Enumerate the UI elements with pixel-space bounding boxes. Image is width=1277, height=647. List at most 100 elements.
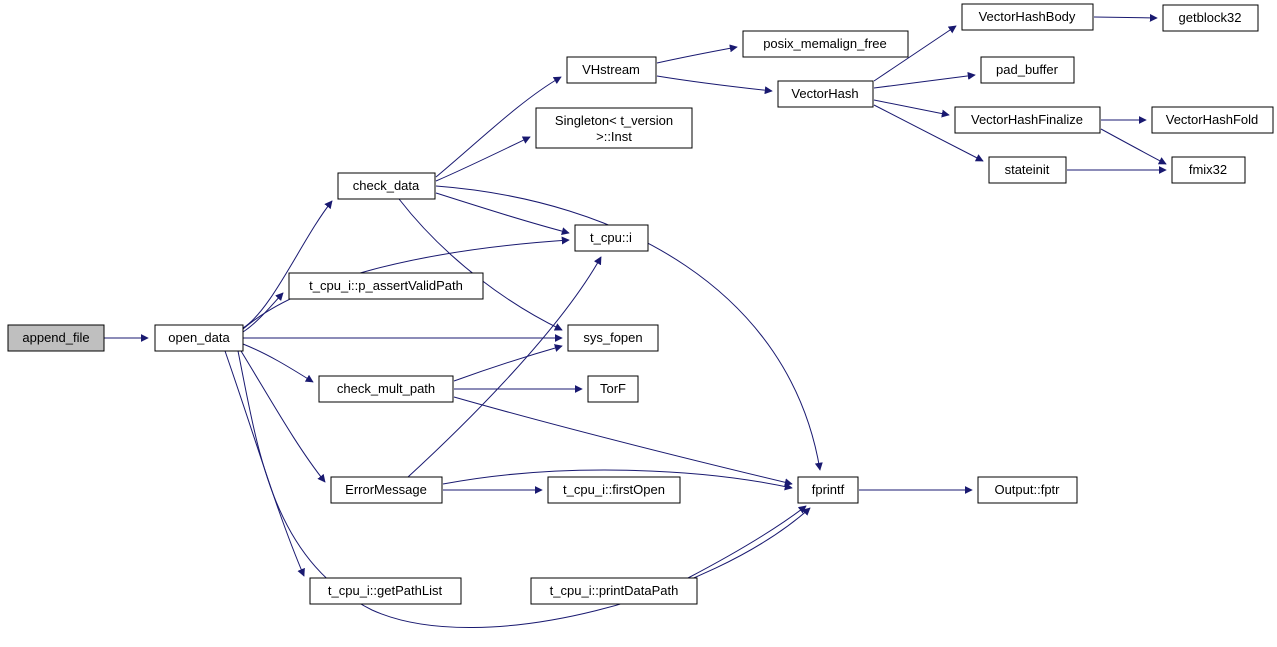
node-t-cpu-i-box (574, 224, 649, 252)
node-t-cpu-i[interactable]: t_cpu::i (574, 224, 649, 252)
edge-errormessage-to-fprintf (442, 469, 793, 491)
node-sys-fopen[interactable]: sys_fopen (567, 324, 659, 352)
node-t-cpu-i-label: t_cpu::i (590, 230, 632, 245)
edge-open_data-to-check_mult_path (242, 343, 314, 383)
edge-vectorhashbody-to-getblock32 (1093, 13, 1158, 22)
node-fmix32[interactable]: fmix32 (1171, 156, 1246, 184)
node-getpathlist-label: t_cpu_i::getPathList (328, 583, 443, 598)
edge-open_data-to-t_cpu_i (242, 236, 570, 330)
node-check-data-box (337, 172, 436, 200)
edge-vectorhash-to-vectorhashbody (873, 25, 957, 82)
edge-vectorhash-to-pad_buffer (873, 71, 976, 89)
node-torf[interactable]: TorF (587, 375, 639, 403)
node-fprintf-label: fprintf (812, 482, 845, 497)
node-p-assertvalidpath-box (288, 272, 484, 300)
node-posix-memalign-free[interactable]: posix_memalign_free (742, 30, 909, 58)
node-vectorhashfinalize-label: VectorHashFinalize (971, 112, 1083, 127)
node-output-fptr[interactable]: Output::fptr (977, 476, 1078, 504)
node-check-mult-path-label: check_mult_path (337, 381, 435, 396)
edge-check_data-to-vhstream (435, 76, 562, 178)
node-vectorhash-box (777, 80, 874, 108)
node-fprintf-box (797, 476, 859, 504)
node-posix-memalign-free-box (742, 30, 909, 58)
node-singleton-inst-box (535, 107, 693, 149)
node-fmix32-box (1171, 156, 1246, 184)
node-singleton-inst-label-line2: >::Inst (596, 129, 632, 144)
node-stateinit-label: stateinit (1005, 162, 1050, 177)
edge-vhstream-to-vectorhash (656, 75, 773, 95)
edge-check_data-to-t_cpu_i (435, 192, 570, 236)
node-errormessage-label: ErrorMessage (345, 482, 427, 497)
node-vectorhash[interactable]: VectorHash (777, 80, 874, 108)
node-torf-box (587, 375, 639, 403)
node-printdatapath[interactable]: t_cpu_i::printDataPath (530, 577, 698, 605)
edge-open_data-to-p_assertvalidpath (242, 292, 284, 333)
node-pad-buffer[interactable]: pad_buffer (980, 56, 1075, 84)
node-check-data-label: check_data (353, 178, 420, 193)
node-open-data-label: open_data (168, 330, 230, 345)
node-pad-buffer-label: pad_buffer (996, 62, 1059, 77)
node-printdatapath-label: t_cpu_i::printDataPath (550, 583, 679, 598)
edge-check_mult_path-to-sys_fopen (453, 344, 563, 382)
edge-open_data-to-errormessage (240, 350, 326, 483)
node-errormessage-box (330, 476, 443, 504)
node-check-data[interactable]: check_data (337, 172, 436, 200)
node-vectorhashbody[interactable]: VectorHashBody (961, 3, 1094, 31)
edge-check_data-to-fprintf (435, 185, 823, 471)
node-p-assertvalidpath-label: t_cpu_i::p_assertValidPath (309, 278, 463, 293)
node-firstopen-box (547, 476, 681, 504)
node-stateinit-box (988, 156, 1067, 184)
edge-check_data-to-sys_fopen (398, 198, 563, 331)
edge-printdatapath-to-fprintf (687, 505, 807, 579)
node-vhstream-label: VHstream (582, 62, 640, 77)
edge-vectorhash-to-vectorhashfinalize (873, 99, 950, 118)
node-vectorhashfold[interactable]: VectorHashFold (1151, 106, 1274, 134)
node-vhstream-box (566, 56, 657, 84)
node-vectorhashfinalize[interactable]: VectorHashFinalize (954, 106, 1101, 134)
edge-open_data-to-fprintf (237, 350, 811, 628)
node-output-fptr-label: Output::fptr (994, 482, 1060, 497)
edge-open_data-to-getpathlist (224, 350, 305, 577)
node-check-mult-path[interactable]: check_mult_path (318, 375, 454, 403)
node-firstopen-label: t_cpu_i::firstOpen (563, 482, 665, 497)
node-firstopen[interactable]: t_cpu_i::firstOpen (547, 476, 681, 504)
node-posix-memalign-free-label: posix_memalign_free (763, 36, 887, 51)
node-vectorhash-label: VectorHash (791, 86, 858, 101)
node-append-file-label: append_file (22, 330, 89, 345)
node-p-assertvalidpath[interactable]: t_cpu_i::p_assertValidPath (288, 272, 484, 300)
node-sys-fopen-label: sys_fopen (583, 330, 642, 345)
node-output-fptr-box (977, 476, 1078, 504)
node-singleton-inst[interactable]: Singleton< t_version >::Inst (535, 107, 693, 149)
node-singleton-inst-label-line1: Singleton< t_version (555, 113, 673, 128)
edge-vhstream-to-posix_memalign_free (656, 44, 738, 64)
node-fmix32-label: fmix32 (1189, 162, 1227, 177)
node-vectorhashfinalize-box (954, 106, 1101, 134)
node-vhstream[interactable]: VHstream (566, 56, 657, 84)
edge-vectorhashfinalize-to-fmix32 (1100, 128, 1167, 165)
node-stateinit[interactable]: stateinit (988, 156, 1067, 184)
node-open-data-box (154, 324, 244, 352)
nodes-layer: append_file open_data check_data VHstrea… (7, 3, 1274, 605)
node-fprintf[interactable]: fprintf (797, 476, 859, 504)
node-getblock32[interactable]: getblock32 (1162, 4, 1259, 32)
node-errormessage[interactable]: ErrorMessage (330, 476, 443, 504)
node-getpathlist[interactable]: t_cpu_i::getPathList (309, 577, 462, 605)
node-getblock32-label: getblock32 (1179, 10, 1242, 25)
node-check-mult-path-box (318, 375, 454, 403)
node-vectorhashbody-label: VectorHashBody (979, 9, 1076, 24)
edge-check_mult_path-to-fprintf (453, 396, 793, 487)
node-torf-label: TorF (600, 381, 626, 396)
edge-check_data-to-singleton_inst (435, 136, 531, 182)
edge-vectorhash-to-stateinit (873, 104, 984, 162)
edge-errormessage-to-t_cpu_i (407, 256, 602, 478)
node-open-data[interactable]: open_data (154, 324, 244, 352)
node-append-file[interactable]: append_file (7, 324, 105, 352)
node-vectorhashfold-box (1151, 106, 1274, 134)
node-pad-buffer-box (980, 56, 1075, 84)
node-getblock32-box (1162, 4, 1259, 32)
node-vectorhashfold-label: VectorHashFold (1166, 112, 1259, 127)
node-getpathlist-box (309, 577, 462, 605)
node-append-file-box (7, 324, 105, 352)
